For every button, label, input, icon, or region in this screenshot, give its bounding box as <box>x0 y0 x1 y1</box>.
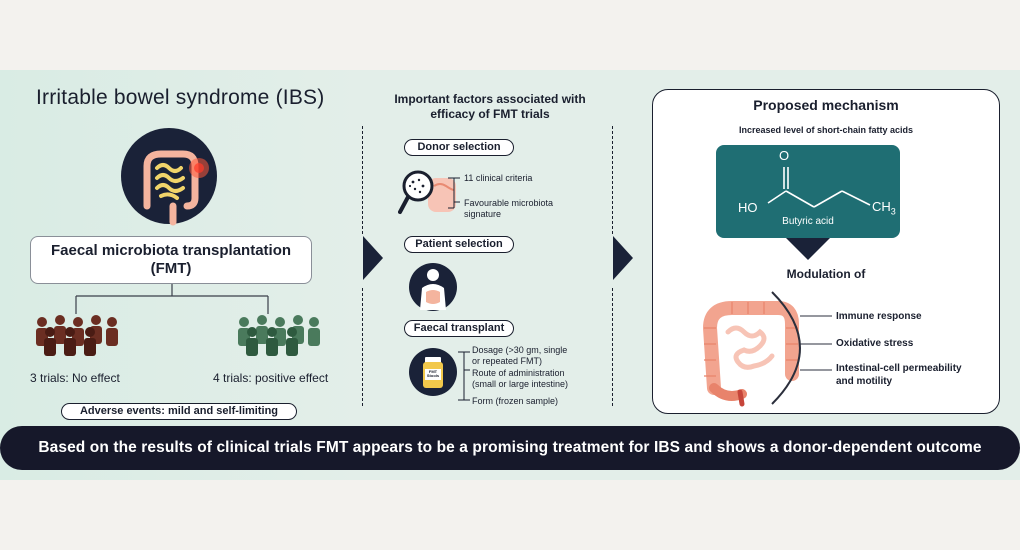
divider-right-top <box>612 126 613 234</box>
methyl-subscript: 3 <box>890 206 896 217</box>
effects-arc <box>771 291 832 405</box>
effect-permeability-1: Intestinal-cell permeability <box>836 363 962 374</box>
oxygen-label: O <box>779 148 790 163</box>
faecal-form: Form (frozen sample) <box>472 396 559 406</box>
divider-left-top <box>362 126 363 234</box>
faecal-dosage-2: or repeated FMT) <box>472 356 543 366</box>
adverse-events-pill: Adverse events: mild and self-limiting <box>61 403 297 420</box>
stool-jar-icon <box>409 348 457 396</box>
branch-connector <box>75 284 269 314</box>
jar-label: FMT Stools <box>426 369 440 378</box>
divider-right-bottom <box>612 288 613 406</box>
factors-title-line1: Important factors associated with <box>394 92 586 106</box>
effect-permeability-2: and motility <box>836 376 893 387</box>
mechanism-title: Proposed mechanism <box>753 97 899 113</box>
people-positive-icon <box>238 315 320 356</box>
factors-title-line2: efficacy of FMT trials <box>430 107 550 121</box>
down-arrow-icon <box>786 238 830 260</box>
fmt-title: Faecal microbiota transplantation <box>50 242 292 259</box>
donor-selection-pill: Donor selection <box>404 139 514 156</box>
faecal-route-2: (small or large intestine) <box>472 379 569 389</box>
methyl-label: CH3 <box>872 199 896 217</box>
effect-immune: Immune response <box>836 311 922 322</box>
magnifier-icon <box>398 170 456 214</box>
no-effect-label: 3 trials: No effect <box>30 371 120 385</box>
arrow-right-icon <box>613 236 633 280</box>
faecal-bracket <box>458 351 470 401</box>
butyric-acid-structure <box>767 167 871 208</box>
arrow-right-icon <box>363 236 383 280</box>
molecule-box <box>716 145 900 238</box>
hydroxyl-label: HO <box>738 200 758 215</box>
people-no-effect-icon <box>36 315 118 356</box>
fmt-box: Faecal microbiota transplantation (FMT) <box>30 236 312 284</box>
conclusion-bar: Based on the results of clinical trials … <box>0 426 1020 470</box>
patient-body-icon <box>409 263 457 311</box>
effect-oxidative: Oxidative stress <box>836 338 914 349</box>
donor-criteria: 11 clinical criteria <box>464 173 533 183</box>
donor-microbiota-2: signature <box>464 209 502 219</box>
fmt-abbrev: (FMT) <box>150 260 192 277</box>
factors-title: Important factors associated with effica… <box>380 92 600 122</box>
modulation-label: Modulation of <box>786 267 866 281</box>
positive-effect-label: 4 trials: positive effect <box>213 371 329 385</box>
faecal-route-1: Route of administration <box>472 368 565 378</box>
faecal-transplant-pill: Faecal transplant <box>404 320 514 337</box>
divider-left-bottom <box>362 288 363 406</box>
ibs-title: Irritable bowel syndrome (IBS) <box>36 86 325 109</box>
molecule-name: Butyric acid <box>782 216 834 227</box>
donor-bracket <box>448 177 460 209</box>
faecal-dosage-1: Dosage (>30 gm, single <box>472 345 568 355</box>
intestine-icon <box>121 128 217 226</box>
donor-microbiota-1: Favourable microbiota <box>464 198 554 208</box>
scfa-subtitle: Increased level of short-chain fatty aci… <box>738 125 914 135</box>
patient-selection-pill: Patient selection <box>404 236 514 253</box>
methyl-ch: CH <box>872 199 891 214</box>
